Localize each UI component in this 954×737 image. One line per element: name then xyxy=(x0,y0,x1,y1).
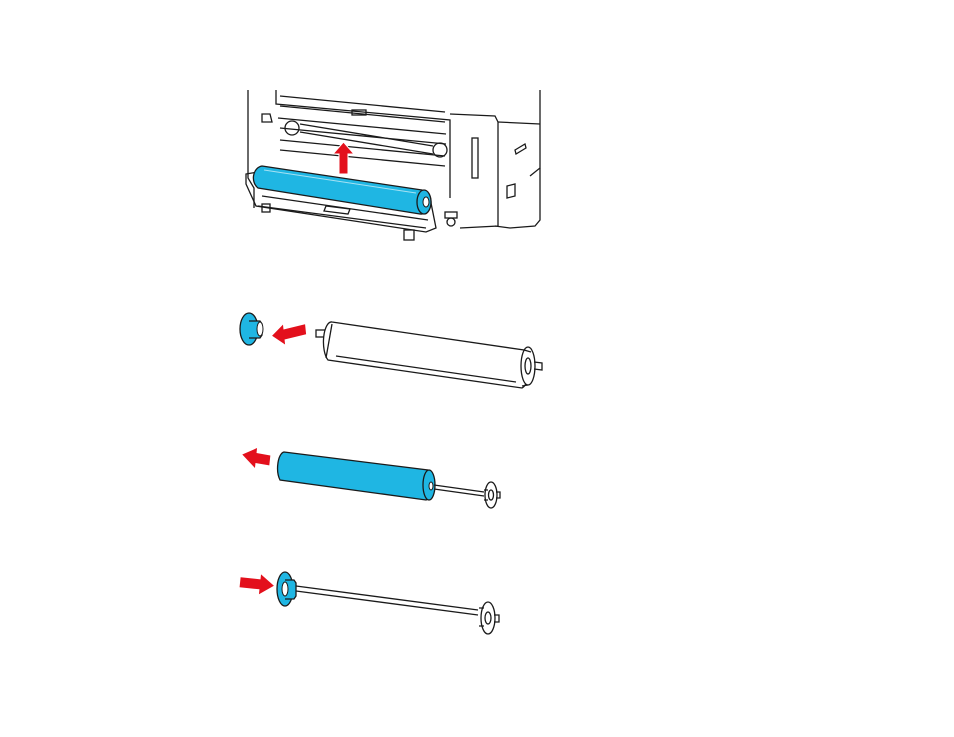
paper-roll-blue-sliding xyxy=(278,452,435,500)
spindle-flange-blue xyxy=(277,572,296,606)
flange-attach-icon xyxy=(236,308,548,390)
roll-remove-icon xyxy=(240,446,505,512)
roll-flange-blue xyxy=(240,313,263,345)
printer-roll-lift-icon xyxy=(240,88,545,246)
paper-roll-white xyxy=(316,322,542,388)
step-1-printer-illustration xyxy=(240,88,545,246)
spindle-shaft-long xyxy=(296,586,499,634)
insert-arrow-right-icon xyxy=(239,572,275,595)
spindle-flange-insert-icon xyxy=(238,568,506,640)
step-4-spindle-flange-insert-illustration xyxy=(238,568,506,640)
step-2-flange-attach-illustration xyxy=(236,308,548,390)
step-3-roll-remove-illustration xyxy=(240,446,505,512)
spindle-shaft xyxy=(434,482,500,508)
remove-arrow-left-icon xyxy=(241,447,271,470)
attach-arrow-left-icon xyxy=(271,322,307,345)
